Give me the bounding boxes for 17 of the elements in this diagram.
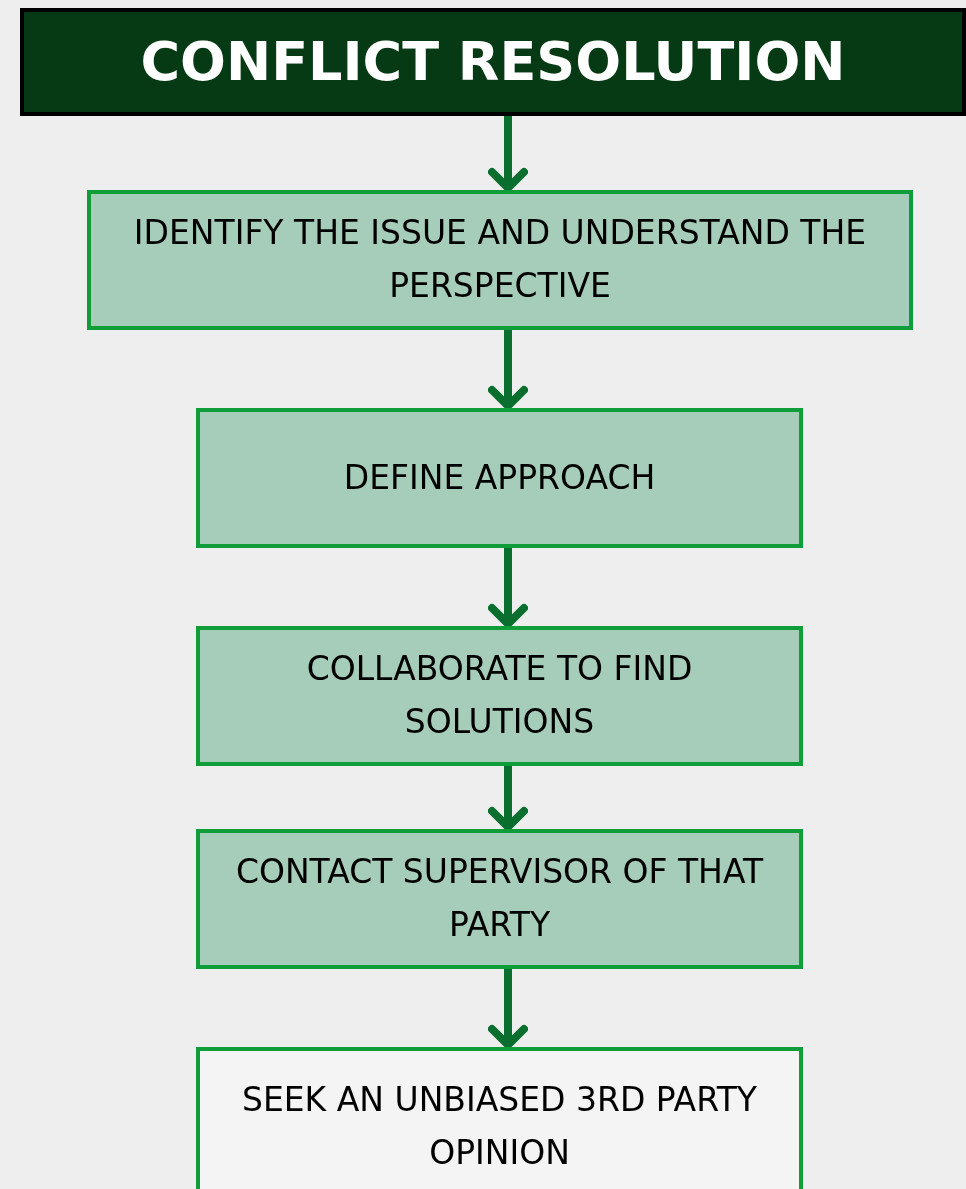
- arrow: [488, 330, 528, 410]
- arrow: [488, 548, 528, 628]
- arrow: [488, 969, 528, 1049]
- step-text: SEEK AN UNBIASED 3RD PARTY OPINION: [240, 1079, 758, 1174]
- step-text: COLLABORATE TO FIND SOLUTIONS: [305, 648, 694, 743]
- arrow: [488, 116, 528, 192]
- title-banner: [20, 8, 966, 116]
- arrow: [488, 766, 528, 831]
- step-box: [196, 1047, 803, 1189]
- step-box: [196, 626, 803, 766]
- step-box: [196, 829, 803, 969]
- title-text: CONFLICT RESOLUTION: [140, 28, 846, 95]
- step-text: IDENTIFY THE ISSUE AND UNDERSTAND THE PERSPECTIVE: [132, 212, 868, 307]
- step-text: CONTACT SUPERVISOR OF THAT PARTY: [234, 851, 765, 946]
- step-box: [87, 190, 913, 330]
- step-box: [196, 408, 803, 548]
- step-text: DEFINE APPROACH: [343, 456, 656, 499]
